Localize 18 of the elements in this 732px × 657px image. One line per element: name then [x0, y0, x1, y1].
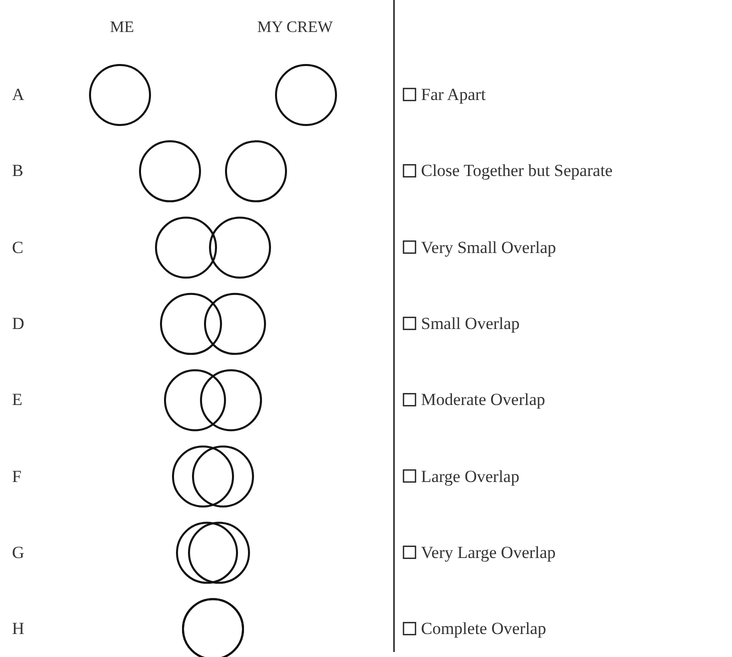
row-letter: B [12, 162, 24, 180]
column-header: MY CREW [257, 20, 333, 36]
option-label: Far Apart [421, 86, 486, 103]
option-label: Close Together but Separate [421, 162, 613, 180]
row-letter: H [12, 620, 24, 638]
option-label: Moderate Overlap [421, 391, 546, 408]
column-header: ME [110, 20, 134, 36]
option-label: Very Small Overlap [421, 238, 556, 256]
row-letter: E [12, 391, 22, 408]
option-label: Small Overlap [421, 314, 520, 332]
row-letter: G [12, 544, 24, 561]
row-letter: A [12, 86, 24, 103]
option-label: Very Large Overlap [421, 544, 556, 561]
option-label: Complete Overlap [421, 620, 546, 638]
row-letter: D [12, 314, 24, 332]
row-letter: F [12, 468, 22, 484]
row-letter: C [12, 238, 24, 256]
option-label: Large Overlap [421, 468, 520, 484]
